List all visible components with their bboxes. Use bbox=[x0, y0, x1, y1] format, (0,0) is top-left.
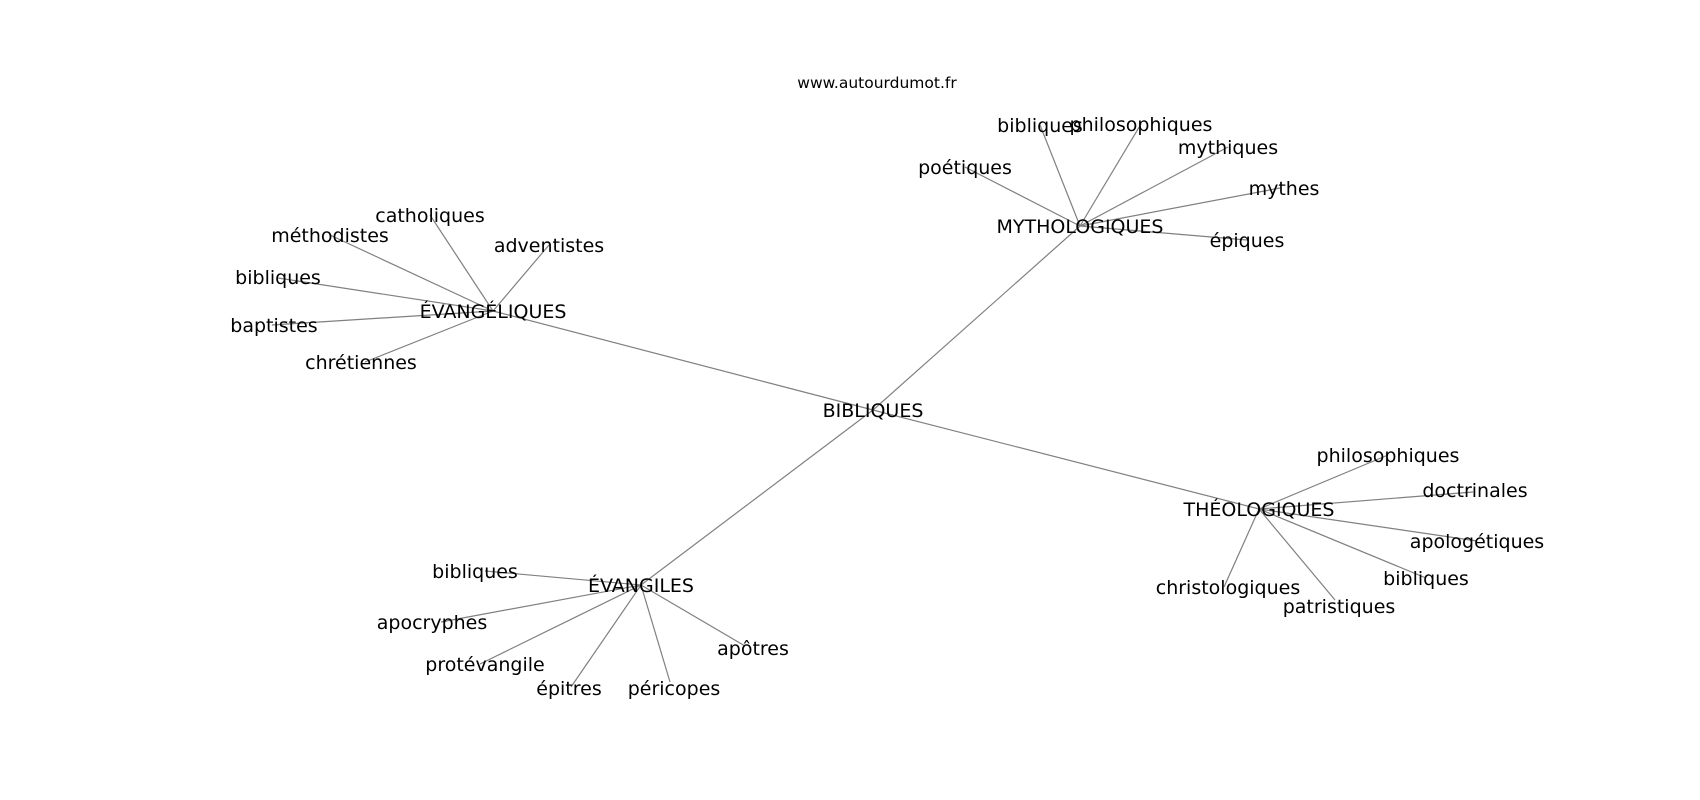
hub-label-evangeliques[interactable]: ÉVANGÉLIQUES bbox=[420, 300, 567, 323]
leaf-label-mythologiques-philosophiques[interactable]: philosophiques bbox=[1070, 114, 1213, 136]
edge-mythologiques-mythiques bbox=[1079, 146, 1229, 227]
site-caption: www.autourdumot.fr bbox=[797, 74, 957, 92]
edge-mythologiques-poetiques bbox=[964, 166, 1081, 227]
edge-evangiles-pericopes bbox=[640, 584, 671, 683]
edge-theologiques-philosophiques bbox=[1258, 454, 1389, 510]
edge-theologiques-bibliques bbox=[1258, 508, 1427, 579]
leaf-label-evangeliques-adventistes[interactable]: adventistes bbox=[494, 235, 604, 257]
edge-evangeliques-catholiques bbox=[429, 214, 494, 312]
leaf-label-mythologiques-epiques[interactable]: épiques bbox=[1210, 230, 1285, 252]
edge-evangeliques-methodistes bbox=[329, 234, 494, 312]
edge-center-evangeliques bbox=[492, 310, 874, 411]
leaf-label-mythologiques-mythiques[interactable]: mythiques bbox=[1178, 137, 1278, 159]
edge-theologiques-patristiques bbox=[1258, 508, 1336, 601]
edge-mythologiques-epiques bbox=[1079, 225, 1248, 241]
leaf-label-theologiques-patristiques[interactable]: patristiques bbox=[1283, 596, 1396, 618]
leaf-label-evangeliques-methodistes[interactable]: méthodistes bbox=[271, 225, 389, 247]
leaf-label-evangeliques-bibliques[interactable]: bibliques bbox=[235, 267, 321, 289]
leaf-label-mythologiques-mythes[interactable]: mythes bbox=[1249, 178, 1320, 200]
edge-evangiles-apotres bbox=[640, 584, 746, 647]
edge-evangeliques-chretiennes bbox=[364, 310, 494, 363]
hub-label-mythologiques[interactable]: MYTHOLOGIQUES bbox=[997, 216, 1164, 238]
leaf-label-theologiques-philosophiques[interactable]: philosophiques bbox=[1317, 445, 1460, 467]
leaf-label-theologiques-doctrinales[interactable]: doctrinales bbox=[1422, 480, 1527, 502]
center-node-label[interactable]: BIBLIQUES bbox=[823, 400, 924, 422]
edge-evangiles-protevangile bbox=[479, 584, 642, 665]
edge-center-mythologiques bbox=[872, 225, 1081, 411]
edge-evangeliques-bibliques bbox=[277, 277, 494, 312]
edge-center-theologiques bbox=[872, 409, 1260, 510]
leaf-label-mythologiques-poetiques[interactable]: poétiques bbox=[918, 157, 1012, 179]
edge-theologiques-doctrinales bbox=[1258, 491, 1474, 510]
edge-mythologiques-philosophiques bbox=[1079, 123, 1142, 227]
edge-center-evangiles bbox=[640, 409, 874, 586]
leaf-label-evangiles-pericopes[interactable]: péricopes bbox=[628, 678, 721, 700]
edge-evangiles-apocryphes bbox=[440, 584, 642, 623]
edge-theologiques-apologetiques bbox=[1258, 508, 1478, 542]
leaf-label-evangiles-apocryphes[interactable]: apocryphes bbox=[377, 612, 488, 634]
leaf-label-evangeliques-chretiennes[interactable]: chrétiennes bbox=[305, 352, 417, 374]
leaf-label-mythologiques-bibliques[interactable]: bibliques bbox=[997, 115, 1083, 137]
leaf-label-theologiques-bibliques[interactable]: bibliques bbox=[1383, 568, 1469, 590]
leaf-label-evangeliques-catholiques[interactable]: catholiques bbox=[375, 205, 484, 227]
edge-evangiles-epitres bbox=[570, 584, 642, 688]
leaf-label-evangeliques-baptistes[interactable]: baptistes bbox=[230, 315, 317, 337]
leaf-label-evangiles-protevangile[interactable]: protévangile bbox=[425, 654, 544, 676]
edge-mythologiques-mythes bbox=[1079, 187, 1281, 227]
hub-label-evangiles[interactable]: ÉVANGILES bbox=[588, 574, 694, 597]
leaf-label-theologiques-apologetiques[interactable]: apologétiques bbox=[1410, 531, 1544, 553]
leaf-label-evangiles-epitres[interactable]: épitres bbox=[536, 678, 601, 700]
edge-evangiles-bibliques bbox=[484, 570, 642, 586]
leaf-label-theologiques-christologiques[interactable]: christologiques bbox=[1156, 577, 1301, 599]
edge-evangeliques-baptistes bbox=[271, 310, 494, 326]
edge-evangeliques-adventistes bbox=[492, 244, 550, 312]
edge-theologiques-christologiques bbox=[1223, 508, 1260, 588]
hub-label-theologiques[interactable]: THÉOLOGIQUES bbox=[1183, 498, 1335, 521]
edge-mythologiques-bibliques bbox=[1039, 124, 1081, 227]
leaf-label-evangiles-apotres[interactable]: apôtres bbox=[717, 638, 789, 660]
leaf-label-evangiles-bibliques[interactable]: bibliques bbox=[432, 561, 518, 583]
